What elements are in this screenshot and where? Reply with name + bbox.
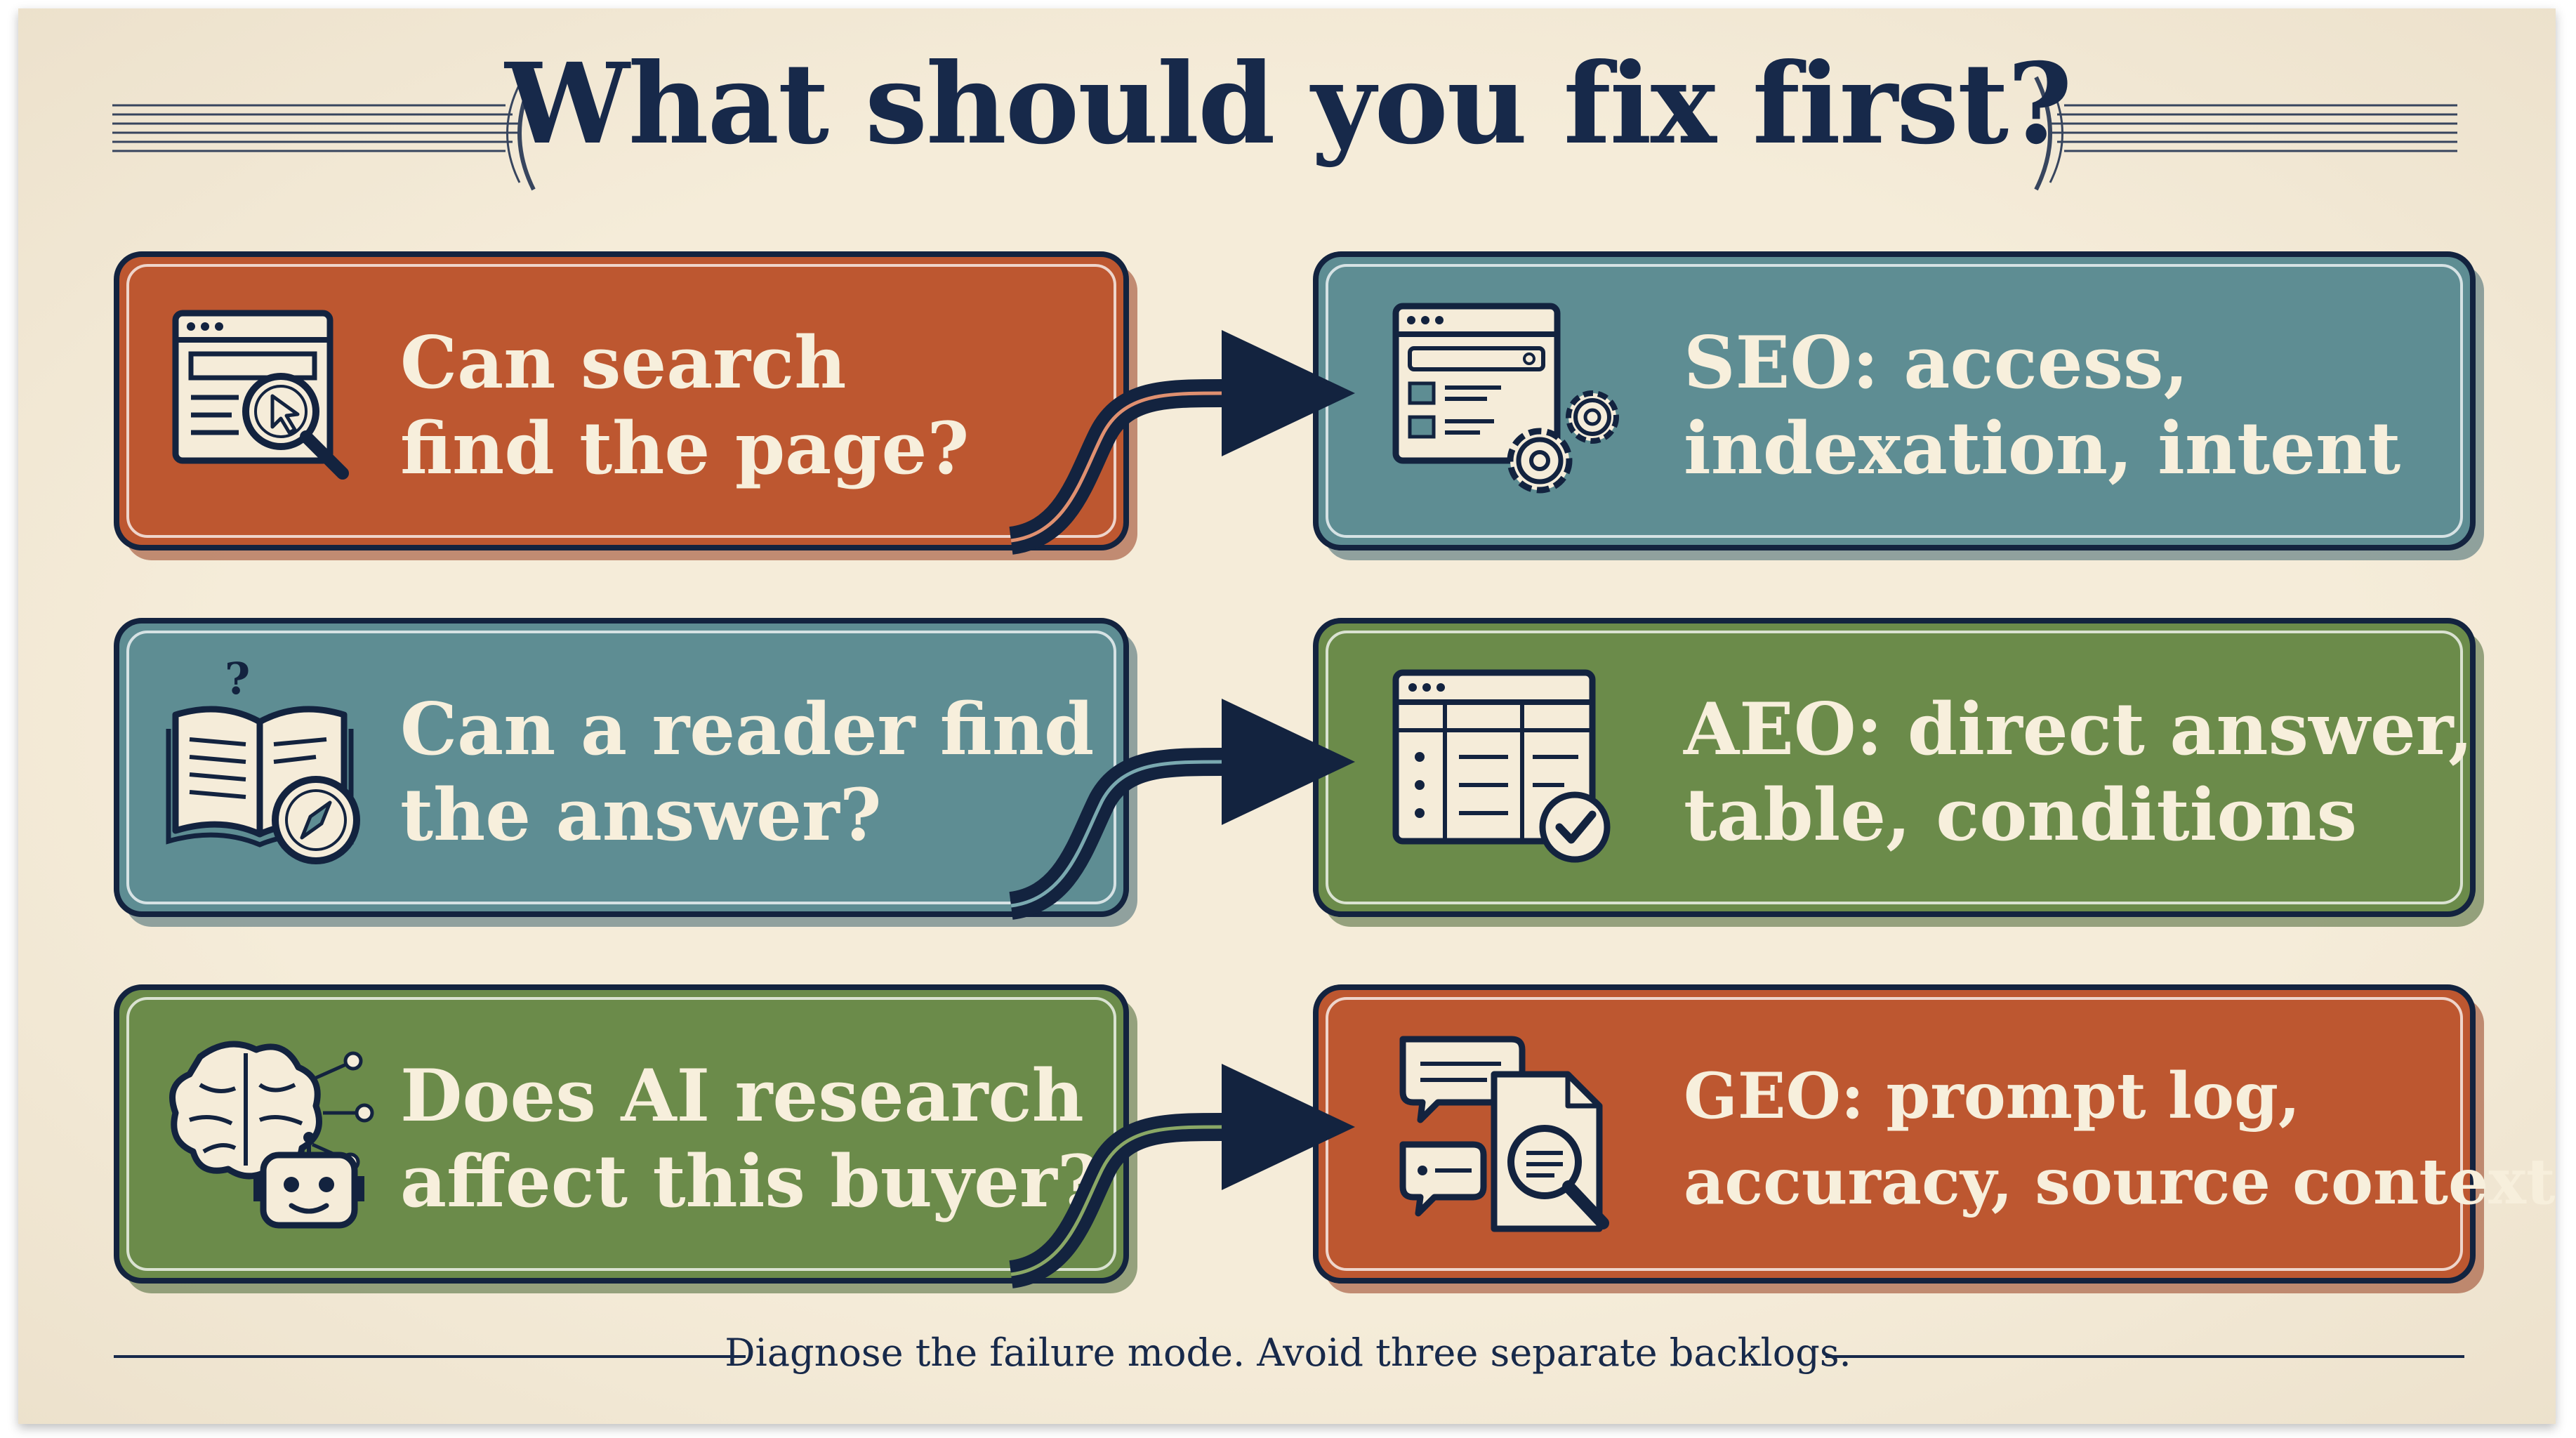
answer-line: indexation, intent — [1684, 407, 2401, 491]
question-line: Does AI research — [400, 1054, 1084, 1138]
answer-card-3: GEO: prompt log, accuracy, source contex… — [1313, 984, 2556, 1284]
answer-card-1: SEO: access, indexation, intent — [1313, 251, 2476, 550]
answer-label-3: GEO: prompt log, accuracy, source contex… — [1684, 1053, 2556, 1225]
question-label-3: Does AI research affect this buyer? — [400, 1053, 1099, 1225]
answer-line: SEO: access, — [1684, 321, 2188, 405]
answer-line: accuracy, source context — [1684, 1145, 2556, 1219]
brain-robot-icon — [169, 1041, 374, 1229]
question-label-2: Can a reader find the answer? — [400, 687, 1094, 858]
question-line: Can a reader find — [400, 687, 1095, 772]
table-check-icon — [1392, 669, 1611, 863]
question-line: Can search — [400, 321, 847, 405]
question-card-1: Can search find the page? — [114, 251, 1129, 550]
footer-rule-right — [1825, 1355, 2464, 1358]
question-line: affect this buyer? — [400, 1140, 1099, 1224]
answer-line: GEO: prompt log, — [1684, 1059, 2301, 1133]
browser-gears-icon — [1392, 303, 1619, 494]
book-compass-icon: ? — [166, 653, 360, 864]
answer-card-2: AEO: direct answer, table, conditions — [1313, 618, 2476, 917]
footer-rule-left — [114, 1355, 746, 1358]
answer-line: AEO: direct answer, — [1684, 687, 2473, 772]
page-title: What should you fix first? — [505, 39, 2072, 169]
browser-search-icon — [172, 310, 349, 480]
svg-text:?: ? — [225, 653, 250, 704]
question-label-1: Can search find the page? — [400, 320, 969, 492]
answer-label-1: SEO: access, indexation, intent — [1684, 320, 2400, 492]
footer-caption: Diagnose the failure mode. Avoid three s… — [725, 1331, 1851, 1375]
question-line: find the page? — [400, 407, 970, 491]
answer-line: table, conditions — [1684, 773, 2358, 857]
question-card-2: ? Can a reader find the answer? — [114, 618, 1129, 917]
answer-label-2: AEO: direct answer, table, conditions — [1684, 687, 2473, 858]
question-card-3: Does AI research affect this buyer? — [114, 984, 1129, 1284]
question-line: the answer? — [400, 773, 882, 857]
chat-document-icon — [1399, 1036, 1609, 1232]
